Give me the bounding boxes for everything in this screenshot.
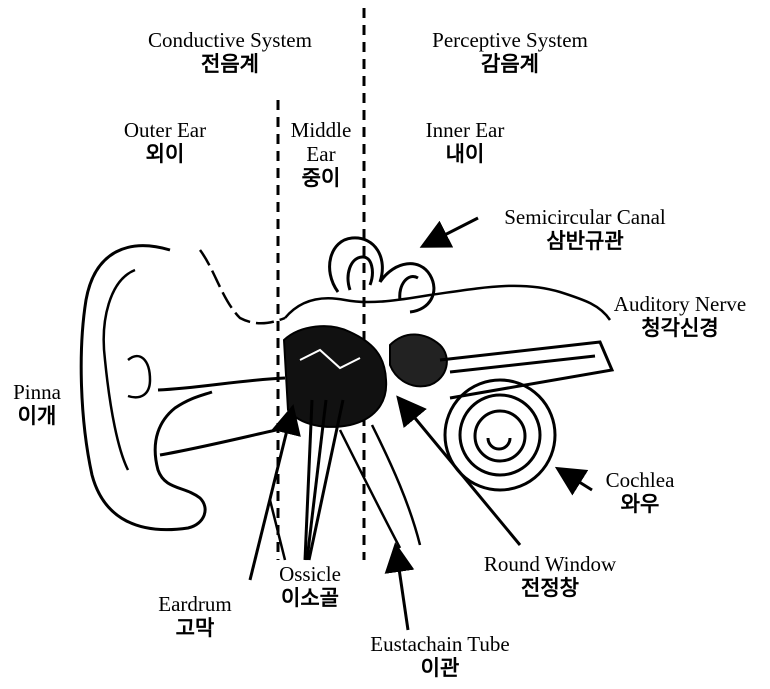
eustachian-tube-en: Eustachain Tube — [340, 632, 540, 656]
inner-ear-en: Inner Ear — [400, 118, 530, 142]
head-contour — [200, 250, 285, 323]
eustachian-tube-ko: 이관 — [340, 656, 540, 680]
ossicle-ko: 이소골 — [260, 586, 360, 610]
middle-ear-label: Middle Ear 중이 — [280, 118, 362, 190]
ossicle-en: Ossicle — [260, 562, 360, 586]
perceptive-system-en: Perceptive System — [390, 28, 630, 52]
middle-ear-cavity — [284, 326, 386, 427]
pinna-label: Pinna 이개 — [2, 380, 72, 428]
semicircular-canal-en: Semicircular Canal — [470, 205, 700, 229]
perceptive-system-ko: 감음계 — [390, 52, 630, 76]
middle-ear-en-line2: Ear — [280, 142, 362, 166]
eustachian-tube-label: Eustachain Tube 이관 — [340, 632, 540, 680]
middle-ear-ko: 중이 — [280, 166, 362, 190]
eustachian-tube-shape — [270, 425, 420, 560]
auditory-nerve-label: Auditory Nerve 청각신경 — [592, 292, 768, 340]
auditory-nerve-ko: 청각신경 — [592, 316, 768, 340]
round-window-ko: 전정창 — [460, 576, 640, 600]
pointer-round-window — [400, 400, 520, 545]
cochlea-en: Cochlea — [585, 468, 695, 492]
middle-ear-en-line1: Middle — [280, 118, 362, 142]
conductive-system-en: Conductive System — [110, 28, 350, 52]
round-window-label: Round Window 전정창 — [460, 552, 640, 600]
auditory-nerve-shape — [440, 342, 612, 398]
perceptive-system-label: Perceptive System 감음계 — [390, 28, 630, 76]
conductive-system-ko: 전음계 — [110, 52, 350, 76]
temporal-bone-outline — [285, 286, 610, 320]
semicircular-canal-label: Semicircular Canal 삼반규관 — [470, 205, 700, 253]
eardrum-label: Eardrum 고막 — [140, 592, 250, 640]
inner-ear-label: Inner Ear 내이 — [400, 118, 530, 166]
ossicle-label: Ossicle 이소골 — [260, 562, 360, 610]
vestibule — [390, 334, 447, 386]
outer-ear-en: Outer Ear — [95, 118, 235, 142]
round-window-en: Round Window — [460, 552, 640, 576]
cochlea-label: Cochlea 와우 — [585, 468, 695, 516]
pinna-en: Pinna — [2, 380, 72, 404]
pinna-inner-fold — [104, 270, 150, 470]
semicircular-canal-ko: 삼반규관 — [470, 229, 700, 253]
pinna-ko: 이개 — [2, 404, 72, 428]
ear-canal — [158, 378, 285, 455]
outer-ear-ko: 외이 — [95, 142, 235, 166]
outer-ear-label: Outer Ear 외이 — [95, 118, 235, 166]
eardrum-en: Eardrum — [140, 592, 250, 616]
inner-ear-ko: 내이 — [400, 142, 530, 166]
cochlea-ko: 와우 — [585, 492, 695, 516]
auditory-nerve-en: Auditory Nerve — [592, 292, 768, 316]
conductive-system-label: Conductive System 전음계 — [110, 28, 350, 76]
pointer-eustachian-tube — [396, 548, 408, 630]
eardrum-ko: 고막 — [140, 616, 250, 640]
